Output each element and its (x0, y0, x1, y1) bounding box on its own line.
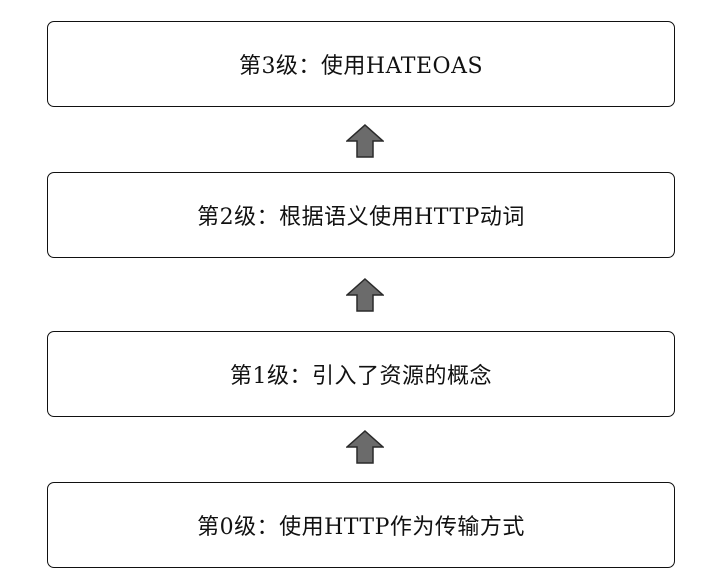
level-3-box: 第3级：使用HATEOAS (47, 21, 675, 107)
up-arrow-icon (346, 278, 384, 312)
level-2-label: 第2级：根据语义使用HTTP动词 (197, 205, 525, 230)
level-0-box: 第0级：使用HTTP作为传输方式 (47, 482, 675, 568)
up-arrow-icon (346, 430, 384, 464)
up-arrow-icon (346, 124, 384, 158)
level-1-label: 第1级：引入了资源的概念 (230, 364, 492, 389)
level-2-box: 第2级：根据语义使用HTTP动词 (47, 172, 675, 258)
level-1-box: 第1级：引入了资源的概念 (47, 331, 675, 417)
level-0-label: 第0级：使用HTTP作为传输方式 (197, 515, 525, 540)
level-3-label: 第3级：使用HATEOAS (238, 54, 484, 79)
